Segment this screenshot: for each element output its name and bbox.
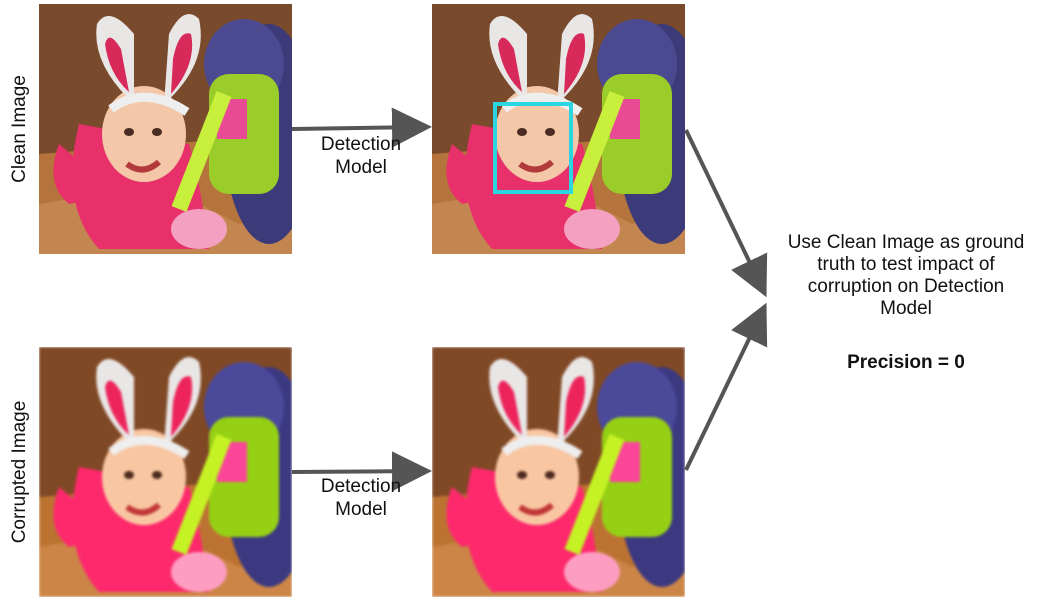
- clean-input-photo: [39, 4, 292, 254]
- row-label-corrupted: Corrupted Image: [9, 400, 30, 544]
- row-label-clean: Clean Image: [9, 75, 30, 183]
- note-line: truth to test impact of: [817, 254, 995, 275]
- arrow-label-corrupted: Detection Model: [296, 475, 426, 521]
- note-line: corruption on Detection: [807, 276, 1005, 297]
- arrow-label-clean: Detection Model: [296, 133, 426, 179]
- arrow-corrupted-to-model: [291, 451, 432, 492]
- corrupted-output-photo: [432, 347, 685, 597]
- arrow-label-line: Model: [335, 157, 387, 178]
- arrow-label-line: Detection: [320, 134, 402, 155]
- detection-bounding-box: [493, 102, 573, 194]
- note-line: Model: [880, 298, 932, 319]
- arrow-clean-to-model: [291, 107, 432, 148]
- baby-photo-icon: [432, 347, 685, 597]
- arrow-label-line: Detection: [320, 476, 402, 497]
- baby-photo-icon: [432, 4, 685, 254]
- arrow-clean-to-note: [684, 129, 768, 298]
- baby-photo-icon: [39, 4, 292, 254]
- arrow-label-line: Model: [335, 499, 387, 520]
- clean-output-photo: [432, 4, 685, 254]
- arrow-corrupted-to-note: [684, 302, 768, 471]
- baby-photo-icon: [39, 347, 292, 597]
- precision-metric: Precision = 0: [847, 352, 965, 373]
- note-line: Use Clean Image as ground: [787, 232, 1025, 253]
- ground-truth-note: Use Clean Image as ground truth to test …: [772, 232, 1040, 320]
- corrupted-input-photo: [39, 347, 292, 597]
